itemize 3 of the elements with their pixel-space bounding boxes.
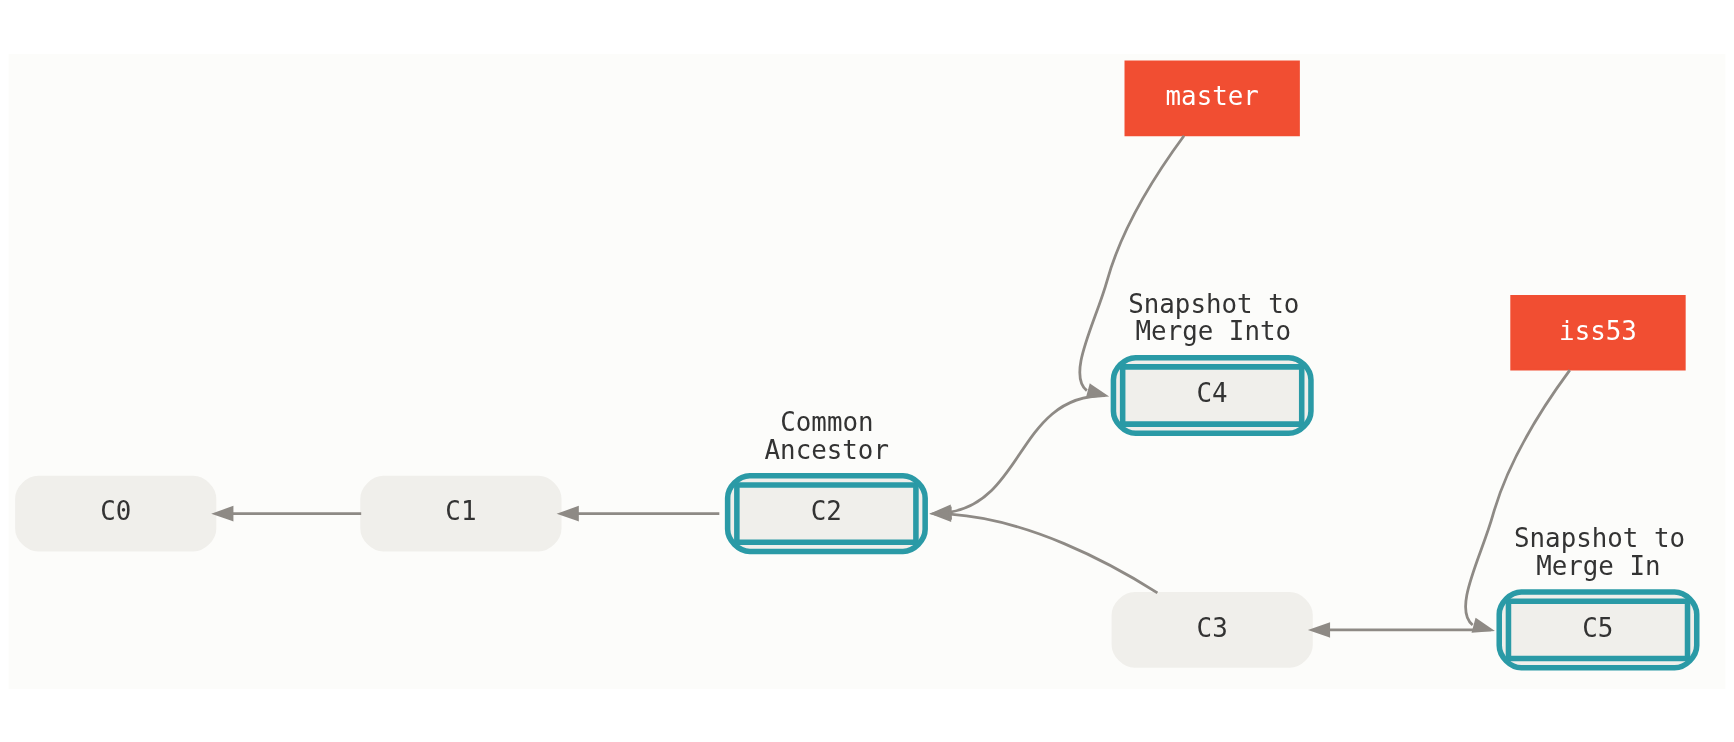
- node-label: Common Ancestor: [764, 406, 889, 465]
- node-label: Snapshot to Merge In: [1514, 522, 1686, 581]
- node-label: Snapshot to Merge Into: [1128, 288, 1300, 346]
